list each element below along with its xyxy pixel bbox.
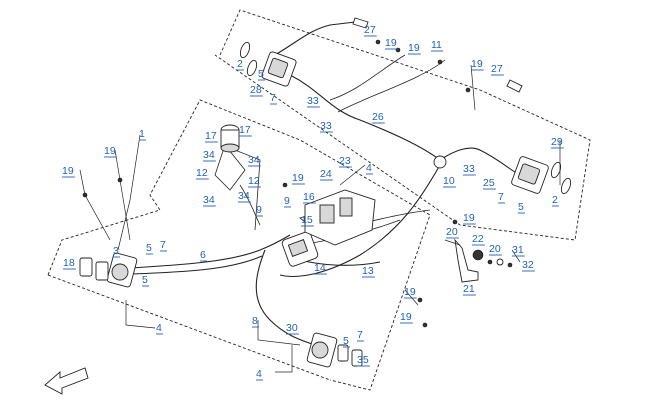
callout-34-b: 34 — [248, 154, 260, 166]
rear-left-caliper — [306, 332, 363, 368]
callout-8: 8 — [252, 315, 258, 327]
callout-14: 14 — [314, 262, 326, 274]
reservoir — [220, 124, 240, 153]
callout-10: 10 — [443, 175, 455, 187]
pedal-bracket — [304, 189, 376, 246]
callout-15: 15 — [301, 214, 313, 226]
callout-20-b: 20 — [489, 243, 501, 255]
callout-19-left-a: 19 — [104, 145, 116, 157]
callout-7-front: 7 — [498, 191, 504, 203]
brake-lines — [129, 21, 521, 346]
callout-32: 32 — [522, 259, 534, 271]
callout-16: 16 — [303, 191, 315, 203]
callout-2-front: 2 — [552, 194, 558, 206]
callout-7-rear: 7 — [270, 92, 276, 104]
leader-lines — [79, 64, 561, 373]
callout-12-a: 12 — [196, 167, 208, 179]
callout-28: 28 — [250, 84, 262, 96]
callout-20-a: 20 — [446, 226, 458, 238]
callout-19-left-b: 19 — [62, 165, 74, 177]
group-outlines — [47, 9, 591, 391]
brake-pedal — [454, 238, 504, 283]
callout-34-c: 34 — [203, 194, 215, 206]
callout-34-d: 34 — [238, 190, 250, 202]
callout-21: 21 — [463, 283, 475, 295]
callout-7-bottom: 7 — [357, 329, 363, 341]
callout-33-a: 33 — [307, 95, 319, 107]
callout-33-c: 33 — [463, 163, 475, 175]
fittings — [82, 17, 523, 328]
callout-19-center: 19 — [292, 172, 304, 184]
front-right-caliper — [511, 156, 572, 195]
callout-22: 22 — [472, 233, 484, 245]
callout-4-bottom: 4 — [256, 368, 262, 380]
callout-2-rear: 2 — [237, 58, 243, 70]
callout-35: 35 — [357, 354, 369, 366]
callout-17-b: 17 — [205, 130, 217, 142]
callout-11: 11 — [431, 39, 442, 51]
callout-33-b: 33 — [320, 120, 332, 132]
callout-18: 18 — [63, 257, 75, 269]
callout-12-b: 12 — [248, 175, 260, 187]
callout-4-left: 4 — [156, 322, 162, 334]
callout-5-left: 5 — [146, 242, 152, 254]
callout-26: 26 — [372, 111, 384, 123]
callout-17-a: 17 — [239, 124, 251, 136]
callout-27-rear: 27 — [364, 24, 376, 36]
callout-1: 1 — [139, 128, 145, 140]
callout-6: 6 — [200, 249, 206, 261]
callout-5-rear: 5 — [258, 68, 264, 80]
callout-13: 13 — [362, 265, 374, 277]
callout-25: 25 — [483, 177, 495, 189]
callout-31: 31 — [512, 244, 524, 256]
callout-9-b: 9 — [284, 195, 290, 207]
callout-24: 24 — [320, 168, 332, 180]
callout-5-front: 5 — [518, 201, 524, 213]
callout-19-bottom-a: 19 — [404, 286, 416, 298]
front-left-caliper — [79, 252, 138, 288]
callout-30: 30 — [286, 322, 298, 334]
rear-right-caliper — [239, 41, 297, 87]
callout-19-top-a: 19 — [385, 37, 397, 49]
callout-19-bottom-b: 19 — [400, 311, 412, 323]
callout-19-top-b: 19 — [408, 42, 420, 54]
callout-19-pedal: 19 — [463, 212, 475, 224]
callout-23: 23 — [339, 155, 351, 167]
callout-27-front: 27 — [491, 63, 503, 75]
callout-3: 3 — [113, 245, 119, 257]
callout-29: 29 — [551, 136, 563, 148]
callout-5-left-b: 5 — [142, 274, 148, 286]
splitter-junction — [433, 155, 447, 169]
callout-labels: 27 19 19 11 2 5 28 7 33 33 26 19 27 29 3… — [62, 24, 564, 381]
direction-arrow-icon — [44, 367, 89, 395]
callout-5-bottom: 5 — [343, 335, 349, 347]
callout-9-a: 9 — [256, 204, 262, 216]
callout-4-top: 4 — [366, 162, 372, 174]
callout-19-right: 19 — [471, 58, 483, 70]
callout-34-a: 34 — [203, 149, 215, 161]
callout-7-left: 7 — [160, 239, 166, 251]
